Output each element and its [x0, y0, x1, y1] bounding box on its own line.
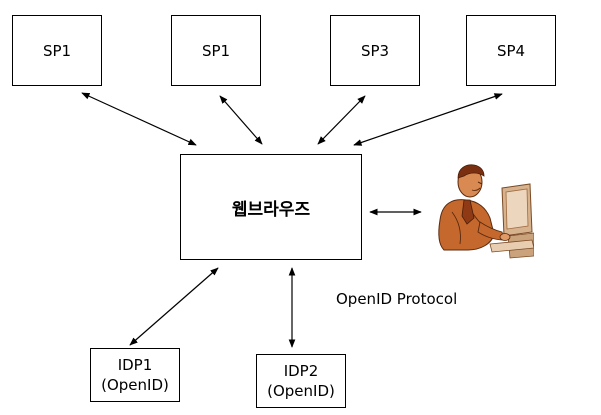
service-provider-box: SP4 [466, 15, 556, 86]
service-provider-label: SP3 [360, 41, 390, 60]
user-at-computer-icon [438, 164, 534, 259]
web-browser-label: 웹브라우즈 [231, 199, 311, 220]
arrow-sp2-browser [219, 95, 263, 145]
arrow-sp3-browser [317, 95, 366, 145]
arrow-sp1-browser [81, 92, 197, 146]
protocol-label: OpenID Protocol [336, 290, 458, 308]
identity-provider-box: IDP1 (OpenID) [90, 348, 180, 402]
web-browser-box: 웹브라우즈 [180, 154, 362, 260]
identity-provider-type: (OpenID) [101, 376, 169, 394]
identity-provider-type: (OpenID) [267, 382, 335, 400]
service-provider-label: SP4 [496, 41, 526, 60]
identity-provider-name: IDP1 [117, 356, 153, 374]
service-provider-box: SP1 [171, 15, 261, 86]
service-provider-label: SP1 [42, 41, 72, 60]
identity-provider-box: IDP2 (OpenID) [256, 354, 346, 408]
service-provider-box: SP1 [12, 15, 102, 86]
service-provider-box: SP3 [330, 15, 420, 86]
service-provider-label: SP1 [201, 41, 231, 60]
arrow-sp4-browser [353, 93, 503, 146]
arrow-browser-idp1 [129, 267, 219, 346]
identity-provider-name: IDP2 [283, 362, 319, 380]
